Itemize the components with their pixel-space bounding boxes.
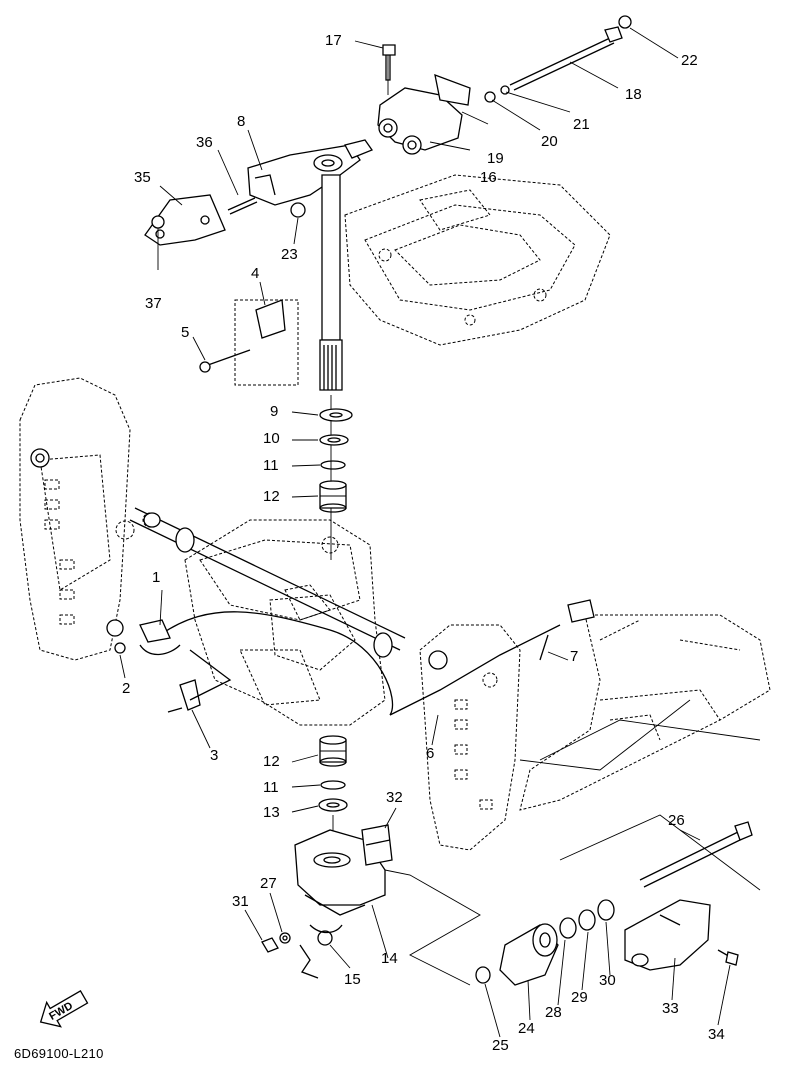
callout-20: 20 [541, 133, 558, 150]
tilt-tube [129, 507, 406, 658]
callout-7: 7 [570, 648, 579, 665]
callout-16: 16 [480, 169, 497, 186]
callout-6: 6 [426, 745, 435, 762]
damper-32 [361, 824, 393, 866]
upper-washers [319, 408, 353, 513]
callout-17: 17 [325, 32, 342, 49]
clamp-1 [114, 619, 171, 654]
callout-28: 28 [545, 1004, 562, 1021]
fwd-label: FWD [47, 1000, 75, 1023]
steering-arm [247, 139, 374, 206]
callout-22: 22 [681, 52, 698, 69]
callout-10: 10 [263, 430, 280, 447]
clip-3 [167, 649, 232, 713]
callout-11-upper: 11 [263, 457, 279, 474]
steering-shaft [319, 174, 343, 560]
bolt-26 [639, 821, 753, 888]
exhaust-guide-plate-ghost [344, 174, 611, 346]
leader-boxes [384, 699, 761, 986]
callout-18: 18 [625, 86, 642, 103]
callout-21: 21 [573, 116, 590, 133]
diagram-code: 6D69100-L210 [14, 1046, 104, 1061]
callout-35: 35 [134, 169, 151, 186]
callout-14: 14 [381, 950, 398, 967]
callout-37: 37 [145, 295, 162, 312]
callout-33: 33 [662, 1000, 679, 1017]
fwd-arrow-icon: FWD [39, 990, 89, 1028]
bracket-35 [144, 194, 306, 246]
callout-30: 30 [599, 972, 616, 989]
clamp-bracket-left-ghost [19, 377, 158, 661]
callout-9: 9 [270, 403, 279, 420]
callout-31: 31 [232, 893, 249, 910]
callout-4: 4 [251, 265, 260, 282]
small-hardware [261, 930, 333, 979]
callout-34: 34 [708, 1026, 725, 1043]
callout-12-lower: 12 [263, 753, 280, 770]
mount-cover-33 [624, 899, 739, 971]
callout-24: 24 [518, 1020, 535, 1037]
lower-case-ghost [519, 614, 771, 811]
rubber-mount-24 [475, 899, 615, 986]
callout-25: 25 [492, 1037, 509, 1054]
wire-harness [139, 599, 595, 716]
callout-3: 3 [210, 747, 219, 764]
callout-15: 15 [344, 971, 361, 988]
clamp-bracket-right-ghost [419, 624, 521, 851]
callout-32: 32 [386, 789, 403, 806]
callout-5: 5 [181, 324, 190, 341]
callout-1: 1 [152, 569, 161, 586]
callout-27: 27 [260, 875, 277, 892]
callout-8: 8 [237, 113, 246, 130]
callout-23: 23 [281, 246, 298, 263]
callout-36: 36 [196, 134, 213, 151]
lower-bushing-stack [318, 735, 348, 860]
lower-mount-bracket [294, 829, 386, 934]
callout-13: 13 [263, 804, 280, 821]
callout-26: 26 [668, 812, 685, 829]
callout-29: 29 [571, 989, 588, 1006]
callout-19: 19 [487, 150, 504, 167]
callout-leaders [119, 27, 731, 1038]
callout-2: 2 [122, 680, 131, 697]
callout-12-upper: 12 [263, 488, 280, 505]
through-bolt [484, 15, 632, 103]
callout-11-lower: 11 [263, 779, 279, 796]
cable-plate-4 [199, 299, 299, 386]
swivel-bracket-ghost [184, 519, 386, 726]
upper-mount-housing [377, 73, 471, 155]
